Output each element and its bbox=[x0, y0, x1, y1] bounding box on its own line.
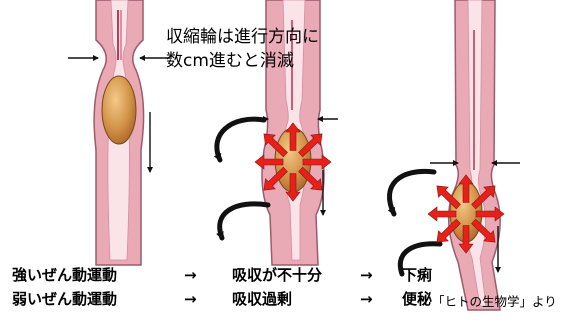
row1-arrow1: → bbox=[184, 266, 197, 285]
constriction-note-line-1: 収縮輪は進行方向に bbox=[166, 26, 319, 48]
row2-arrow2: → bbox=[360, 290, 373, 309]
row2-result: 便秘 bbox=[402, 290, 432, 309]
swirl-arrow-2a bbox=[217, 119, 264, 160]
constriction-note-line-2: 数cm進むと消滅 bbox=[166, 50, 294, 72]
row2-absorption: 吸収過剰 bbox=[232, 290, 292, 309]
row1-result: 下痢 bbox=[402, 266, 432, 285]
row1-arrow2: → bbox=[360, 266, 373, 285]
swirl-arrow-2b bbox=[220, 204, 268, 238]
food-bolus-1 bbox=[102, 76, 136, 144]
row1-absorption: 吸収が不十分 bbox=[232, 266, 322, 285]
intestine-tube-3 bbox=[449, 0, 501, 310]
row2-motion: 弱いぜん動運動 bbox=[12, 290, 117, 309]
swirl-arrow-3a bbox=[389, 171, 434, 214]
source-credit: 「ヒトの生物学」より bbox=[432, 294, 557, 309]
row1-motion: 強いぜん動運動 bbox=[12, 266, 117, 285]
row2-arrow1: → bbox=[184, 290, 197, 309]
